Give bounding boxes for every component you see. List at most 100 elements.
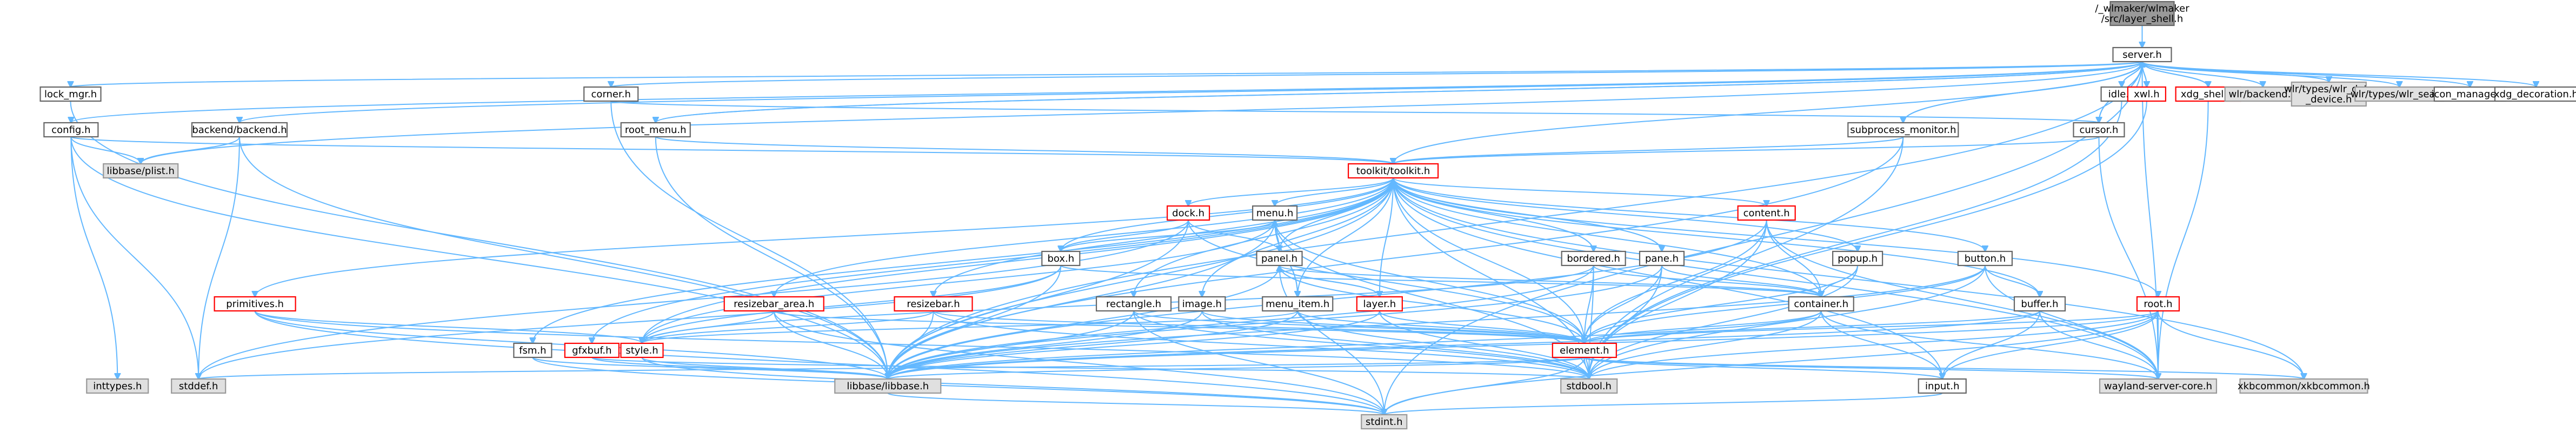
edge-subprocess_monitor-to-toolkit [1393, 136, 1904, 164]
edge-menu_item-to-element [1297, 310, 1585, 343]
node-bordered[interactable]: bordered.h [1561, 250, 1626, 267]
node-label-resizebar-area: resizebar_area.h [734, 298, 814, 310]
node-plist: libbase/plist.h [103, 163, 179, 179]
edge-container-to-element [1585, 310, 1822, 343]
node-gfxbuf[interactable]: gfxbuf.h [564, 342, 620, 358]
node-buffer[interactable]: buffer.h [2013, 296, 2066, 312]
node-element[interactable]: element.h [1552, 342, 1617, 358]
node-label-stdint: stdint.h [1366, 416, 1402, 428]
edge-dock-to-element [1188, 220, 1585, 343]
edge-box-to-stddef [198, 265, 1062, 379]
edge-toolkit-to-button [1393, 177, 1985, 251]
node-pane[interactable]: pane.h [1639, 250, 1685, 267]
node-resizebar[interactable]: resizebar.h [894, 296, 973, 312]
edge-buffer-to-element [1585, 310, 2041, 343]
node-label-root-menu: root_menu.h [625, 124, 687, 136]
edge-element-to-xkbcommon [1583, 357, 2304, 379]
node-lock-mgr[interactable]: lock_mgr.h [39, 86, 102, 102]
edge-server-to-lock_mgr [71, 61, 2143, 87]
node-label-bordered: bordered.h [1567, 253, 1620, 264]
node-label-popup: popup.h [1838, 253, 1878, 264]
node-button[interactable]: button.h [1957, 250, 2013, 267]
edge-toolkit-to-xkbcommon [1393, 177, 2304, 379]
edge-root_h-to-input [1942, 310, 2159, 379]
edge-server-to-xdg_decoration [2141, 61, 2536, 87]
edge-panel-to-stdint [1279, 265, 1384, 415]
edge-input-to-stdint [1384, 393, 1943, 415]
edge-button-to-buffer [1984, 265, 2040, 297]
edge-popup-to-element [1585, 265, 1859, 343]
node-label-rectangle: rectangle.h [1106, 298, 1161, 310]
node-server[interactable]: server.h [2112, 46, 2172, 63]
edge-resizebar_area-to-libbase [773, 310, 888, 379]
node-subprocess-monitor[interactable]: subprocess_monitor.h [1847, 122, 1959, 138]
node-fsm[interactable]: fsm.h [513, 342, 553, 358]
node-root-h[interactable]: root.h [2136, 296, 2180, 312]
node-rectangle[interactable]: rectangle.h [1095, 296, 1172, 312]
node-menu[interactable]: menu.h [1252, 205, 1298, 221]
node-style[interactable]: style.h [620, 342, 664, 358]
edge-menu-to-element [1274, 220, 1585, 343]
edge-server-to-backend [239, 61, 2143, 123]
edge-primitives-to-stdbool [254, 310, 1589, 379]
node-root[interactable]: /_wlmaker/wlmaker/src/layer_shell.h [2095, 1, 2189, 26]
edge-backend-to-stddef [198, 136, 240, 379]
edge-xdg_shell-to-wayland_server_core [2158, 101, 2209, 379]
node-label-xwl: xwl.h [2134, 89, 2160, 100]
node-corner[interactable]: corner.h [583, 86, 639, 102]
edge-toolkit-to-menu [1275, 177, 1394, 206]
node-cursor[interactable]: cursor.h [2073, 122, 2125, 138]
edge-content-to-wayland_server_core [1766, 220, 2158, 379]
node-config[interactable]: config.h [43, 122, 99, 138]
edge-cursor-to-toolkit [1393, 136, 2100, 164]
edge-button-to-libbase [888, 265, 1986, 379]
edge-toolkit-to-rectangle [1134, 177, 1394, 297]
node-dock[interactable]: dock.h [1167, 205, 1210, 221]
node-label-layer: layer.h [1363, 298, 1396, 310]
node-popup[interactable]: popup.h [1832, 250, 1883, 267]
node-xdg-decoration[interactable]: xdg_decoration.h [2494, 86, 2576, 102]
node-panel[interactable]: panel.h [1256, 250, 1303, 267]
node-root-menu[interactable]: root_menu.h [620, 122, 691, 138]
edge-pane-to-element [1585, 265, 1662, 343]
node-label-menu-item: menu_item.h [1266, 298, 1329, 310]
edge-root_h-to-libbase [888, 310, 2159, 379]
node-layer[interactable]: layer.h [1356, 296, 1403, 312]
edge-server-to-corner [611, 61, 2143, 87]
edge-root_h-to-stdbool [1589, 310, 2159, 379]
node-label-menu: menu.h [1256, 208, 1294, 219]
node-backend[interactable]: backend/backend.h [191, 122, 288, 138]
edge-element-to-stdbool [1583, 357, 1589, 379]
node-image[interactable]: image.h [1178, 296, 1226, 312]
edge-server-to-plist [141, 61, 2143, 164]
node-content[interactable]: content.h [1737, 205, 1796, 221]
node-label-buffer: buffer.h [2021, 298, 2058, 310]
edge-toolkit-to-dock [1188, 177, 1394, 206]
edges-layer [71, 25, 2536, 415]
edge-pane-to-container [1661, 265, 1821, 297]
node-label-dock: dock.h [1172, 208, 1204, 219]
edge-toolkit-to-content [1393, 177, 1767, 206]
node-xwl[interactable]: xwl.h [2127, 86, 2167, 102]
node-label-wlr-data-device: wlr/types/wlr_data [2284, 84, 2374, 95]
edge-server-to-wlr_seat [2141, 61, 2400, 87]
node-input[interactable]: input.h [1918, 378, 1967, 394]
edge-toolkit-to-primitives [255, 177, 1394, 297]
node-menu-item[interactable]: menu_item.h [1262, 296, 1334, 312]
edge-root_menu-to-libbase [655, 136, 888, 379]
edge-cursor-to-wayland_server_core [2098, 136, 2158, 379]
node-container[interactable]: container.h [1788, 296, 1854, 312]
node-label-root-h: root.h [2144, 298, 2172, 310]
node-box[interactable]: box.h [1041, 250, 1081, 267]
node-resizebar-area[interactable]: resizebar_area.h [723, 296, 824, 312]
node-inttypes: inttypes.h [86, 378, 149, 394]
edge-button-to-element [1585, 265, 1986, 343]
node-primitives[interactable]: primitives.h [214, 296, 296, 312]
edge-toolkit-to-resizebar_area [774, 177, 1394, 297]
edge-toolkit-to-container [1393, 177, 1821, 297]
node-label-element: element.h [1560, 345, 1609, 356]
node-label-plist: libbase/plist.h [107, 165, 175, 177]
node-toolkit[interactable]: toolkit/toolkit.h [1347, 163, 1439, 179]
node-label-panel: panel.h [1261, 253, 1297, 264]
edge-button-to-wayland_server_core [1984, 265, 2158, 379]
